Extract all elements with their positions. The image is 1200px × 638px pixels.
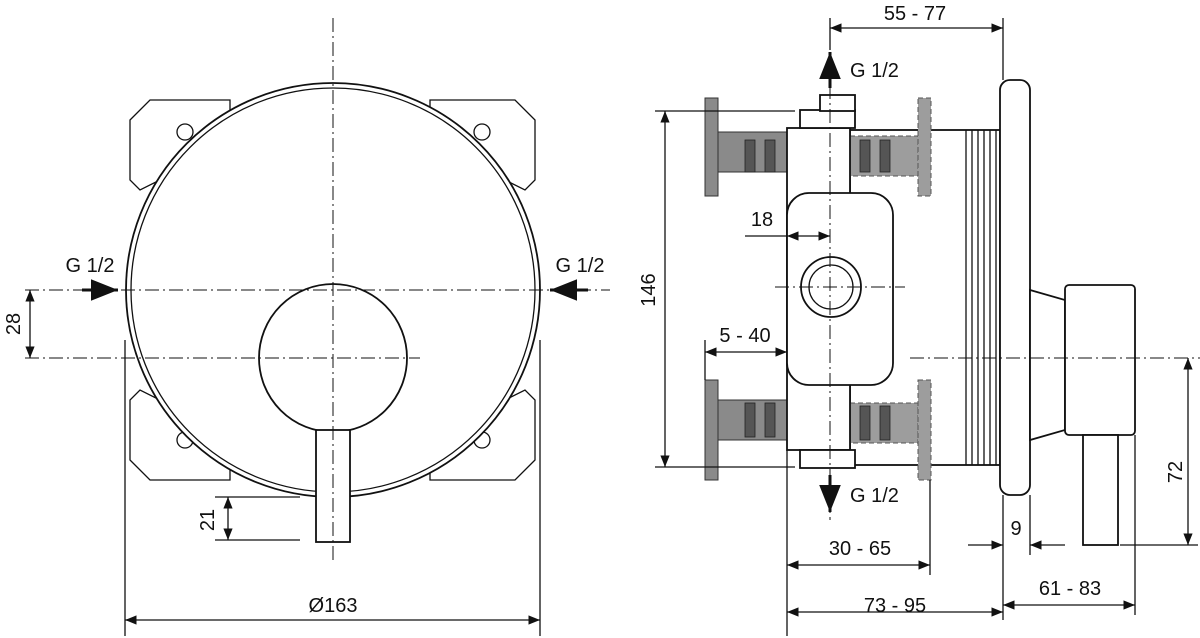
dim-total: 73 - 95 <box>864 595 926 617</box>
lever-side <box>1082 434 1119 546</box>
dim-wall: 5 - 40 <box>719 325 770 347</box>
inlet-left-label: G 1/2 <box>66 255 115 277</box>
outlet-bottom-label: G 1/2 <box>850 485 899 507</box>
front-view: Ø163 28 21 G 1/2 G 1/2 <box>3 18 610 636</box>
cover-plate-side <box>999 79 1031 496</box>
dim-center: 18 <box>751 209 773 231</box>
dim-lever: 21 <box>197 509 219 531</box>
handle-body <box>1064 284 1136 436</box>
dim-handle-height: 72 <box>1165 461 1187 483</box>
dim-handle: 61 - 83 <box>1039 578 1101 600</box>
dim-plate: 9 <box>1010 518 1021 540</box>
dim-depth-top: 55 - 77 <box>884 3 946 25</box>
inlet-right-label: G 1/2 <box>556 255 605 277</box>
dim-install: 30 - 65 <box>829 538 891 560</box>
outlet-top-label: G 1/2 <box>850 60 899 82</box>
thread <box>965 130 997 465</box>
dim-diameter: Ø163 <box>309 595 358 617</box>
dim-height: 146 <box>638 273 660 306</box>
side-view: 55 - 77 G 1/2 G 1/2 146 18 5 - 40 30 - 6… <box>638 3 1200 636</box>
dim-offset: 28 <box>3 313 25 335</box>
